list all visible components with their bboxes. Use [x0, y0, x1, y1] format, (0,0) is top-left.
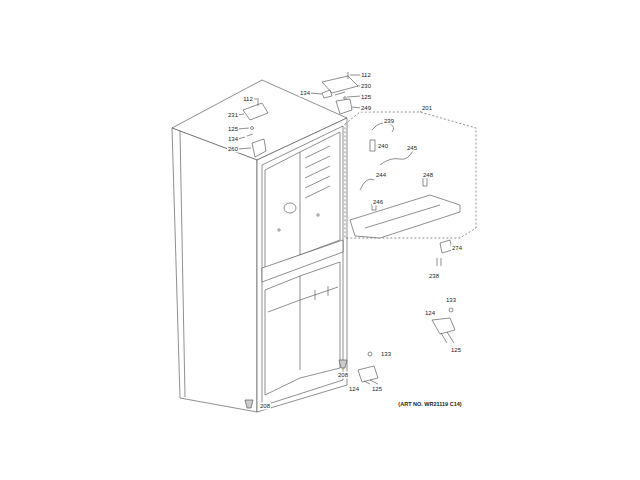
callout-number: 238 — [428, 273, 440, 280]
callout-number: 208 — [337, 372, 349, 379]
callout-number: 260 — [227, 146, 239, 153]
callout-number: 125 — [450, 347, 462, 354]
callout-number: 124 — [348, 386, 360, 393]
callout-number: 245 — [406, 145, 418, 152]
callout-number: 125 — [227, 126, 239, 133]
callout-number: 244 — [375, 172, 387, 179]
callout-number: 133 — [380, 351, 392, 358]
callout-number: 231 — [227, 112, 239, 119]
callout-number: 240 — [377, 143, 389, 150]
callout-number: 239 — [383, 118, 395, 125]
callout-number: 249 — [360, 105, 372, 112]
callout-number: 125 — [371, 386, 383, 393]
callout-number: 133 — [445, 297, 457, 304]
callout-number: 230 — [360, 83, 372, 90]
callout-number: 201 — [421, 105, 433, 112]
callout-number: 134 — [227, 136, 239, 143]
art-number-note: (ART NO. WR21119 C14) — [397, 401, 462, 408]
callout-number: 134 — [299, 90, 311, 97]
callout-number: 125 — [360, 94, 372, 101]
callout-number: 112 — [360, 72, 372, 79]
callout-number: 112 — [242, 96, 254, 103]
callout-number: 274 — [451, 245, 463, 252]
callout-number: 248 — [422, 172, 434, 179]
callout-number: 124 — [424, 310, 436, 317]
callout-number: 208 — [259, 403, 271, 410]
callout-number: 246 — [372, 199, 384, 206]
